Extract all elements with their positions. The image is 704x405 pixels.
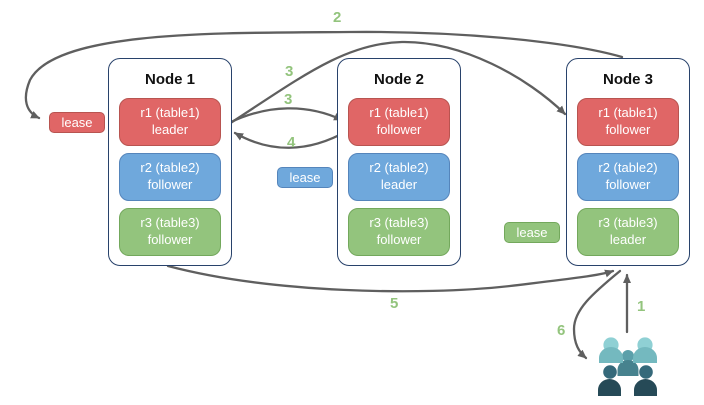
step-label-3a: 3 [285, 63, 294, 80]
arrow-step-3-leader-to-node3-follower [227, 40, 567, 126]
arrow-step-5-node1-to-node3-leader [166, 264, 615, 293]
node-3-replica-r3-leader: r3 (table3) leader [577, 208, 679, 256]
replica-role: follower [605, 177, 651, 192]
replica-role: follower [147, 232, 193, 247]
replica-name: r1 (table1) [369, 105, 429, 121]
replica-name: r2 (table2) [598, 160, 658, 176]
node-1-replica-r3-follower: r3 (table3) follower [119, 208, 221, 256]
lease-badge-table1: lease [49, 112, 105, 133]
node-2-replica-r3-follower: r3 (table3) follower [348, 208, 450, 256]
lease-badge-table2: lease [277, 167, 333, 188]
arrow-step-3-leader-to-node2-follower [227, 107, 344, 125]
arrow-step-2-node3-to-lease1 [24, 30, 624, 120]
replica-name: r3 (table3) [598, 215, 658, 231]
step-label-2: 2 [333, 9, 342, 26]
node-1-replica-r1-leader: r1 (table1) leader [119, 98, 221, 146]
node-1-replica-r2-follower: r2 (table2) follower [119, 153, 221, 201]
node-1-title: Node 1 [144, 71, 195, 88]
node-3: Node 3 r1 (table1) follower r2 (table2) … [566, 58, 690, 266]
node-2-replica-r2-leader: r2 (table2) leader [348, 153, 450, 201]
step-label-4: 4 [287, 134, 296, 151]
replica-role: leader [380, 177, 418, 192]
step-label-3b: 3 [284, 91, 293, 108]
node-3-title: Node 3 [602, 71, 653, 88]
step-label-6: 6 [557, 322, 566, 339]
arrow-step-6-node3-to-users [572, 269, 622, 360]
replica-name: r3 (table3) [369, 215, 429, 231]
replica-role: leader [151, 122, 189, 137]
replica-name: r1 (table1) [140, 105, 200, 121]
step-label-1: 1 [637, 298, 646, 315]
replica-role: follower [376, 232, 422, 247]
node-2: Node 2 r1 (table1) follower r2 (table2) … [337, 58, 461, 266]
users-icon [598, 337, 657, 396]
node-1: Node 1 r1 (table1) leader r2 (table2) fo… [108, 58, 232, 266]
replica-name: r2 (table2) [369, 160, 429, 176]
replica-name: r3 (table3) [140, 215, 200, 231]
step-label-5: 5 [390, 295, 399, 312]
arrow-step-4-node2-ack-to-leader [233, 129, 349, 149]
replica-role: follower [147, 177, 193, 192]
node-3-replica-r2-follower: r2 (table2) follower [577, 153, 679, 201]
replica-role: follower [605, 122, 651, 137]
replica-role: leader [609, 232, 647, 247]
lease-badge-table3: lease [504, 222, 560, 243]
replica-role: follower [376, 122, 422, 137]
node-2-replica-r1-follower: r1 (table1) follower [348, 98, 450, 146]
node-3-replica-r1-follower: r1 (table1) follower [577, 98, 679, 146]
node-2-title: Node 2 [373, 71, 424, 88]
replica-name: r2 (table2) [140, 160, 200, 176]
replica-name: r1 (table1) [598, 105, 658, 121]
